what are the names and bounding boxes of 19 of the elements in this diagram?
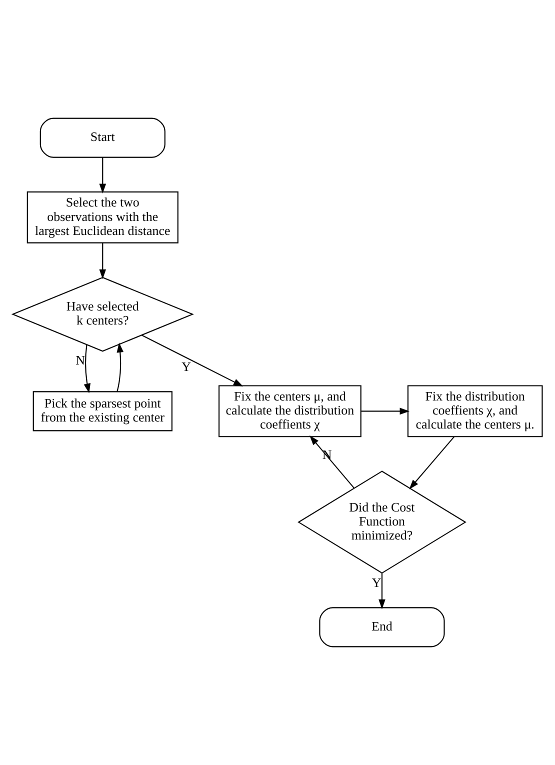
arrow — [378, 573, 386, 610]
arrow — [409, 436, 455, 490]
edge-label: N — [76, 352, 85, 368]
edge-label: Y — [372, 574, 382, 590]
arrow — [99, 242, 106, 280]
arrow — [99, 158, 106, 194]
node-box: End — [319, 607, 445, 648]
node-diamond: Did the Cost Function minimized? — [298, 470, 466, 574]
arrow — [310, 435, 354, 488]
arrow — [361, 408, 410, 415]
node-box: Select the two observations with the largest Euclidean distance — [26, 191, 178, 244]
arrow — [116, 342, 124, 392]
node-box: Fix the distribution coeffients χ, and calculate the centers μ. — [407, 385, 543, 438]
node-box: Fix the centers μ, and calculate the distribution coeffients χ — [218, 385, 362, 438]
arrow — [142, 334, 244, 386]
node-box: Pick the sparsest point from the existing center — [32, 391, 172, 432]
edge-label: Y — [182, 358, 192, 374]
arrow — [84, 344, 91, 394]
node-box: Start — [40, 118, 166, 158]
